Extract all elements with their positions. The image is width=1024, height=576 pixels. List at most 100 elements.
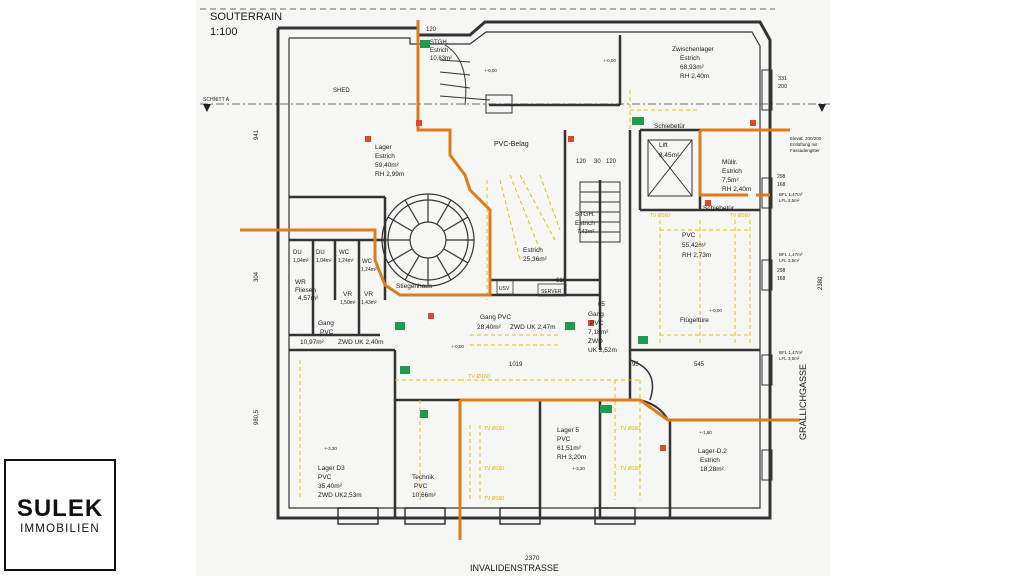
svg-text:STGH.: STGH. [575,211,595,218]
svg-text:18,28m²: 18,28m² [700,466,725,473]
plan-scale: 1:100 [210,26,238,38]
room-estrich-mid: Estrich 25,36m² [523,247,548,263]
section-arrow-right [818,104,826,112]
room-lager-d2: Lager-D.2 Estrich 18,28m² [698,448,727,473]
room-pvc-right: PVC 55,42m² RH 2,73m [682,232,711,259]
spiral-staircase [381,193,475,287]
room-wr: WR Fliesen 4,57m² [295,279,319,302]
svg-text:WR: WR [295,279,306,286]
svg-text:Estrich: Estrich [375,153,395,160]
room-lift: Lift 8,45m² [659,142,680,159]
dim-120-a: 120 [576,159,587,165]
dim-120-b: 120 [606,159,617,165]
room-du-1: DU 1,04m² [293,250,309,264]
svg-text:DU: DU [293,250,302,256]
tv-label-5: TV Ø160 [620,426,640,432]
room-lager-d3: Lager D3 PVC 35,40m² ZWD UK2,53m [318,465,362,499]
svg-text:RH 3,20m: RH 3,20m [557,454,586,461]
room-shed: SHED [333,88,350,94]
room-stgh-mid: STGH. Estrich 7,43m² [575,211,595,235]
dim-304: 304 [254,271,260,282]
note-lfl-1: LFL 3,5m² [779,198,800,203]
svg-text:Gang: Gang [318,320,334,327]
svg-text:Estrich: Estrich [430,48,448,54]
right-margin [830,0,1024,576]
room-zwischenlager: Zwischenlager Estrich 68,93m² RH 2,40m [672,46,715,80]
svg-text:68,93m²: 68,93m² [680,64,705,71]
svg-text:UK 2,52m: UK 2,52m [588,347,617,354]
room-gang-left: Gang PVC 10,97m² ZWD UK 2,40m [300,320,384,346]
svg-text:PVC: PVC [557,436,571,443]
svg-text:RH 2,73m: RH 2,73m [682,252,711,259]
svg-text:Estrich: Estrich [700,457,720,464]
svg-text:PVC: PVC [682,232,696,239]
room-stiegenhaus: Stiegenhaus [396,283,433,290]
svg-text:25,36m²: 25,36m² [523,256,548,263]
svg-text:PVC: PVC [414,483,428,490]
room-lager-5: Lager 5 PVC 61,51m² RH 3,20m [557,427,586,461]
room-gang-mid: Gang PVC 28,40m² ZWD UK 2,47m [477,314,556,331]
svg-text:Estrich: Estrich [575,220,595,227]
dim-941: 941 [254,129,260,140]
room-technik: Technik PVC 10,66m² [412,474,437,499]
svg-text:Müllr.: Müllr. [722,159,738,166]
note-elevation-1: Elevat. 200/200 [790,136,822,141]
dim-200: 200 [778,84,787,90]
top-staircase [439,44,621,243]
room-usv: USV [499,286,510,292]
svg-text:Lager: Lager [375,144,392,151]
svg-text:59,40m²: 59,40m² [375,162,400,169]
tv-label-2: TV Ø160 [484,426,504,432]
svg-text:61,51m²: 61,51m² [557,445,582,452]
level-4: +-0,00 [709,308,722,313]
level-7: +-1,80 [699,430,712,435]
svg-text:35,40m²: 35,40m² [318,483,343,490]
dim-1019: 1019 [509,362,523,368]
svg-text:DU: DU [316,250,325,256]
svg-text:1,04m²: 1,04m² [316,258,332,264]
svg-text:Gang PVC: Gang PVC [480,314,511,321]
svg-text:10,63m²: 10,63m² [430,56,452,62]
note-bfl-2: BFL 1,47m² [779,252,803,257]
svg-text:Zwischenlager: Zwischenlager [672,46,715,53]
svg-text:1,04m²: 1,04m² [293,258,309,264]
level-1: +-0,00 [484,68,497,73]
exit-signs [395,40,648,418]
svg-text:Lager 5: Lager 5 [557,427,579,434]
level-6: +-3,30 [572,466,585,471]
dim-331: 331 [778,76,787,82]
street-bottom: INVALIDENSTRASSE [470,563,559,573]
dim-980-5: 980,5 [254,409,260,425]
svg-text:ZWD UK2,53m: ZWD UK2,53m [318,492,362,499]
label-fluegeltuer: Flügeltüre [680,317,709,324]
dim-545: 545 [694,362,705,368]
level-2: +-0,00 [603,58,616,63]
room-stgh-top: STGH. Estrich 10,63m² [430,40,452,62]
svg-text:Lift: Lift [659,142,668,149]
dim-120-top: 120 [426,27,437,33]
svg-text:55,42m²: 55,42m² [682,242,707,249]
tv-label-7: TV Ø160 [650,213,670,219]
svg-text:Estrich: Estrich [722,168,742,175]
svg-text:1,43m²: 1,43m² [361,300,377,306]
label-schiebetuer-mid: Schiebetür [703,205,735,212]
svg-text:4,57m²: 4,57m² [298,295,319,302]
server-box [537,283,567,297]
svg-text:PVC: PVC [320,329,334,336]
logo-name: SULEK [16,495,104,522]
dim-610: 610 [556,278,567,284]
dim-2370: 2370 [525,555,540,562]
tv-label-4: TV Ø160 [484,496,504,502]
usv-box [496,279,514,295]
svg-text:ZWD UK 2,40m: ZWD UK 2,40m [338,339,384,346]
street-right: GRALLICHGASSE [798,364,808,440]
section-arrow-left [203,104,211,112]
room-wc-2: WC 1,24m² [361,259,377,273]
svg-text:Technik: Technik [412,474,435,481]
svg-text:7,5m²: 7,5m² [722,177,739,184]
level-3: +-0,00 [451,344,464,349]
svg-text:1,24m²: 1,24m² [338,258,354,264]
room-wc-1: WC 1,24m² [338,250,354,264]
svg-text:1,24m²: 1,24m² [361,267,377,273]
svg-text:STGH.: STGH. [430,40,449,46]
